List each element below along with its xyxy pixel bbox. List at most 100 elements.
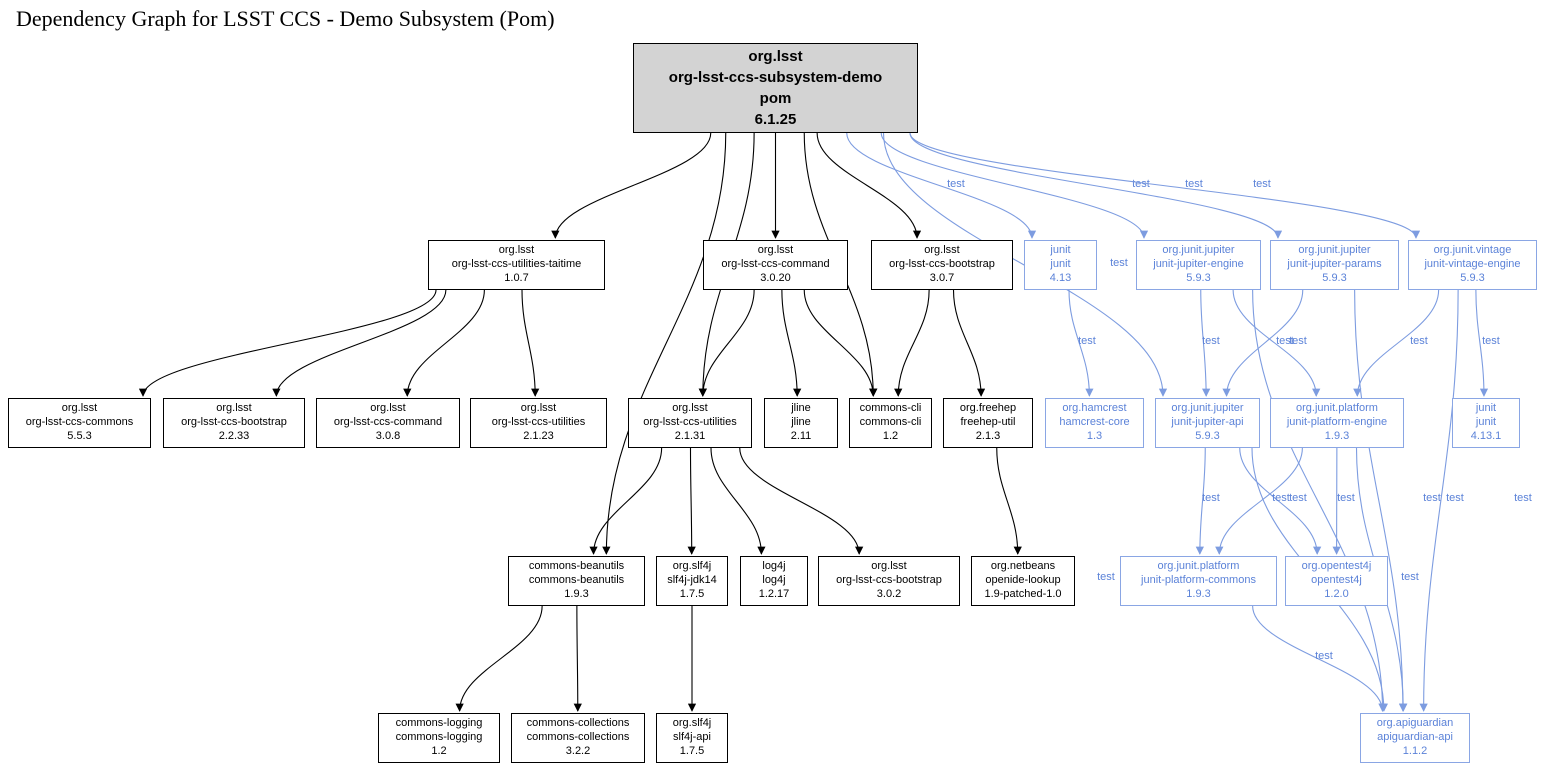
edge-root-to-jupiterengine [880,132,1149,239]
edge-scope-label: test [1289,492,1307,504]
edge-utilities2131-to-beanutils [589,447,663,555]
node-label-line: 1.2 [882,429,899,442]
node-label-line: 2.2.33 [218,429,250,442]
node-label-line: org.lsst [520,402,557,415]
node-label-line: commons-collections [526,731,630,744]
node-label-line: opentest4j [1311,574,1362,587]
edge-scope-label: test [1132,178,1150,190]
node-label-line: junit-jupiter-engine [1153,258,1244,271]
edge-command3020-to-jline [781,289,802,397]
node-label-line: org-lsst-ccs-subsystem-demo [668,69,883,86]
node-label-line: 4.13 [1049,271,1072,284]
edge-vintageengine-to-apiguardian [1419,289,1459,712]
edge-jupiterengine-to-platformengine [1232,289,1321,397]
node-label-line: org.junit.platform [1296,402,1378,415]
node-label-line: 1.1.2 [1402,744,1428,757]
edge-jupiterapi-to-opentest4j [1239,447,1322,555]
node-label-line: org.lsst [370,402,406,415]
edge-platformengine-to-platformcommons [1215,447,1303,555]
edge-taitime-to-commons553 [138,289,437,397]
edge-scope-label: test [947,178,965,190]
edge-vintageengine-to-junit4131 [1475,289,1489,397]
node-label-line: org.junit.platform [1157,560,1240,573]
node-label-line: org.lsst [924,244,960,257]
node-label-line: 5.9.3 [1460,271,1485,284]
edge-scope-label: test [1097,571,1115,583]
node-label-line: 5.9.3 [1186,271,1211,284]
node-label-line: 1.2.0 [1324,587,1349,600]
node-label-line: 2.11 [790,429,812,442]
edge-root-to-vintageengine [909,132,1421,239]
edge-scope-label: test [1315,650,1333,662]
edge-jupiterapi-to-platformcommons [1195,447,1206,555]
node-label-line: junit-platform-commons [1141,574,1256,587]
edge-taitime-to-utilities2123 [521,289,540,397]
node-label-line: junit [1050,244,1071,257]
node-label-line: org.lsst [757,244,794,257]
node-label-line: freehep-util [960,416,1016,429]
edge-root-to-junit413 [846,132,1037,239]
node-label-line: junit-jupiter-api [1171,416,1244,429]
node-label-line: hamcrest-core [1059,416,1130,429]
node-label-line: slf4j-jdk14 [667,574,717,587]
node-label-line: commons-cli [859,402,922,415]
edge-scope-label: test [1482,335,1500,347]
edge-command3020-to-commonscli [803,289,878,397]
node-label-line: 5.9.3 [1322,271,1347,284]
node-label-line: commons-beanutils [528,560,625,573]
node-label-line: junit-platform-engine [1286,416,1388,429]
edge-root-to-jupiterparams [909,132,1283,239]
edge-root-to-taitime [551,132,712,239]
node-label-line: org-lsst-ccs-bootstrap [181,416,287,429]
node-label-line: org.slf4j [672,717,712,730]
edge-scope-label: test [1202,335,1220,347]
node-label-line: 1.9.3 [1186,587,1211,600]
node-label-line: openide-lookup [985,574,1061,587]
edge-bootstrap307-to-commonscli [894,289,930,397]
edge-jupiterengine-to-jupiterapi [1200,289,1211,397]
node-label-line: junit [1050,258,1071,271]
edge-root-to-beanutils [602,132,727,555]
edge-utilities2131-to-log4j [710,447,766,555]
node-label-line: org.junit.jupiter [1171,402,1244,415]
edge-scope-label: test [1446,492,1464,504]
node-label-line: 6.1.25 [754,111,797,128]
node-label-line: jline [791,416,811,429]
node-label-line: slf4j-api [673,731,711,744]
node-label-line: org-lsst-ccs-command [333,416,443,429]
edge-jupiterparams-to-apiguardian [1354,289,1408,712]
node-label-line: org.lsst [871,560,907,573]
edge-scope-label: test [1410,335,1428,347]
node-label-line: 1.2.17 [758,587,790,600]
node-label-line: org-lsst-ccs-utilities [491,416,586,429]
node-label-line: junit [1475,402,1497,415]
node-label-line: log4j [762,560,786,573]
edge-scope-label: test [1078,335,1096,347]
node-label-line: org.junit.jupiter [1162,244,1235,257]
node-label-line: junit [1475,416,1497,429]
node-label-line: org.lsst [216,402,252,415]
edge-scope-label: test [1110,257,1128,269]
node-label-line: 2.1.23 [523,429,554,442]
node-label-line: org-lsst-ccs-bootstrap [836,574,942,587]
node-label-line: 3.0.2 [876,587,902,600]
node-label-line: org-lsst-ccs-utilities [643,416,737,429]
edge-vintageengine-to-platformengine [1353,289,1440,397]
node-label-line: org.slf4j [672,560,712,573]
